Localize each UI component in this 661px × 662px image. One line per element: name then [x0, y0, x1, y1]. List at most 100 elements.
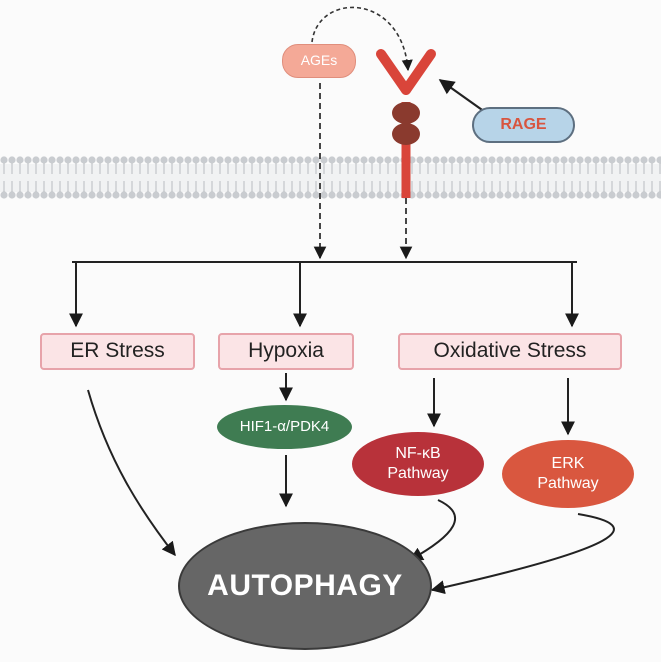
lipid-head: [104, 191, 112, 199]
lipid-head: [472, 156, 480, 164]
lipid-head: [552, 191, 560, 199]
lipid-head: [384, 156, 392, 164]
lipid-head: [192, 156, 200, 164]
lipid-head: [496, 191, 504, 199]
lipid-head: [256, 191, 264, 199]
lipid-head: [248, 156, 256, 164]
lipid-head: [528, 156, 536, 164]
lipid-head: [96, 156, 104, 164]
lipid-head: [616, 191, 624, 199]
lipid-head: [144, 156, 152, 164]
arrow-er-to-autophagy: [87, 389, 176, 557]
arrow-nfkb-to-autophagy: [408, 499, 457, 561]
lipid-head: [176, 156, 184, 164]
lipid-head: [344, 191, 352, 199]
lipid-head: [592, 191, 600, 199]
lipid-head: [632, 156, 640, 164]
lipid-head: [40, 156, 48, 164]
lipid-head: [288, 156, 296, 164]
lipid-head: [512, 156, 520, 164]
lipid-head: [168, 156, 176, 164]
lipid-head: [288, 191, 296, 199]
lipid-head: [232, 156, 240, 164]
lipid-head: [168, 191, 176, 199]
lipid-head: [512, 191, 520, 199]
lipid-head: [576, 191, 584, 199]
lipid-head: [600, 191, 608, 199]
lipid-head: [344, 156, 352, 164]
lipid-head: [416, 156, 424, 164]
lipid-head: [0, 156, 8, 164]
lipid-head: [64, 156, 72, 164]
lipid-head: [152, 156, 160, 164]
lipid-head: [608, 191, 616, 199]
lipid-head: [96, 191, 104, 199]
lipid-head: [240, 191, 248, 199]
lipid-head: [224, 191, 232, 199]
lipid-head: [456, 156, 464, 164]
lipid-head: [272, 156, 280, 164]
lipid-head: [304, 191, 312, 199]
lipid-head: [72, 191, 80, 199]
lipid-head: [552, 156, 560, 164]
lipid-head: [64, 191, 72, 199]
oxidative-stress-box: Oxidative Stress: [398, 333, 622, 370]
lipid-head: [8, 156, 16, 164]
lipid-head: [248, 191, 256, 199]
lipid-head: [640, 156, 648, 164]
lipid-head: [160, 191, 168, 199]
rage-pointer-arrow: [438, 79, 486, 113]
lipid-head: [240, 156, 248, 164]
lipid-head: [352, 191, 360, 199]
lipid-head: [16, 191, 24, 199]
lipid-head: [584, 156, 592, 164]
lipid-head: [504, 156, 512, 164]
lipid-head: [112, 156, 120, 164]
lipid-head: [184, 156, 192, 164]
lipid-head: [368, 156, 376, 164]
lipid-head: [328, 191, 336, 199]
lipid-head: [536, 191, 544, 199]
lipid-head: [568, 156, 576, 164]
lipid-head: [80, 191, 88, 199]
lipid-head: [80, 156, 88, 164]
lipid-head: [376, 156, 384, 164]
lipid-head: [520, 191, 528, 199]
lipid-head: [160, 156, 168, 164]
lipid-head: [264, 156, 272, 164]
lipid-head: [128, 156, 136, 164]
nfkb-pathway-node: NF-κB Pathway: [352, 432, 484, 496]
lipid-head: [24, 191, 32, 199]
lipid-head: [432, 191, 440, 199]
lipid-head: [280, 156, 288, 164]
lipid-head: [320, 191, 328, 199]
lipid-head: [456, 191, 464, 199]
lipid-head: [432, 156, 440, 164]
lipid-head: [360, 156, 368, 164]
lipid-head: [24, 156, 32, 164]
lipid-head: [600, 156, 608, 164]
lipid-head: [312, 191, 320, 199]
lipid-head: [152, 191, 160, 199]
lipid-head: [280, 191, 288, 199]
lipid-head: [40, 191, 48, 199]
lipid-head: [48, 156, 56, 164]
lipid-head: [480, 191, 488, 199]
lipid-head: [544, 156, 552, 164]
erk-pathway-node: ERK Pathway: [502, 440, 634, 508]
nfkb-line-1: NF-κB: [395, 445, 441, 462]
lipid-head: [368, 191, 376, 199]
lipid-head: [296, 191, 304, 199]
lipid-head: [360, 191, 368, 199]
lipid-head: [632, 191, 640, 199]
lipid-head: [648, 191, 656, 199]
lipid-head: [424, 191, 432, 199]
lipid-head: [624, 191, 632, 199]
erk-line-2: Pathway: [537, 475, 599, 492]
lipid-head: [424, 156, 432, 164]
er-stress-box: ER Stress: [40, 333, 195, 370]
lipid-head: [536, 156, 544, 164]
lipid-head: [200, 156, 208, 164]
lipid-head: [88, 156, 96, 164]
lipid-head: [200, 191, 208, 199]
